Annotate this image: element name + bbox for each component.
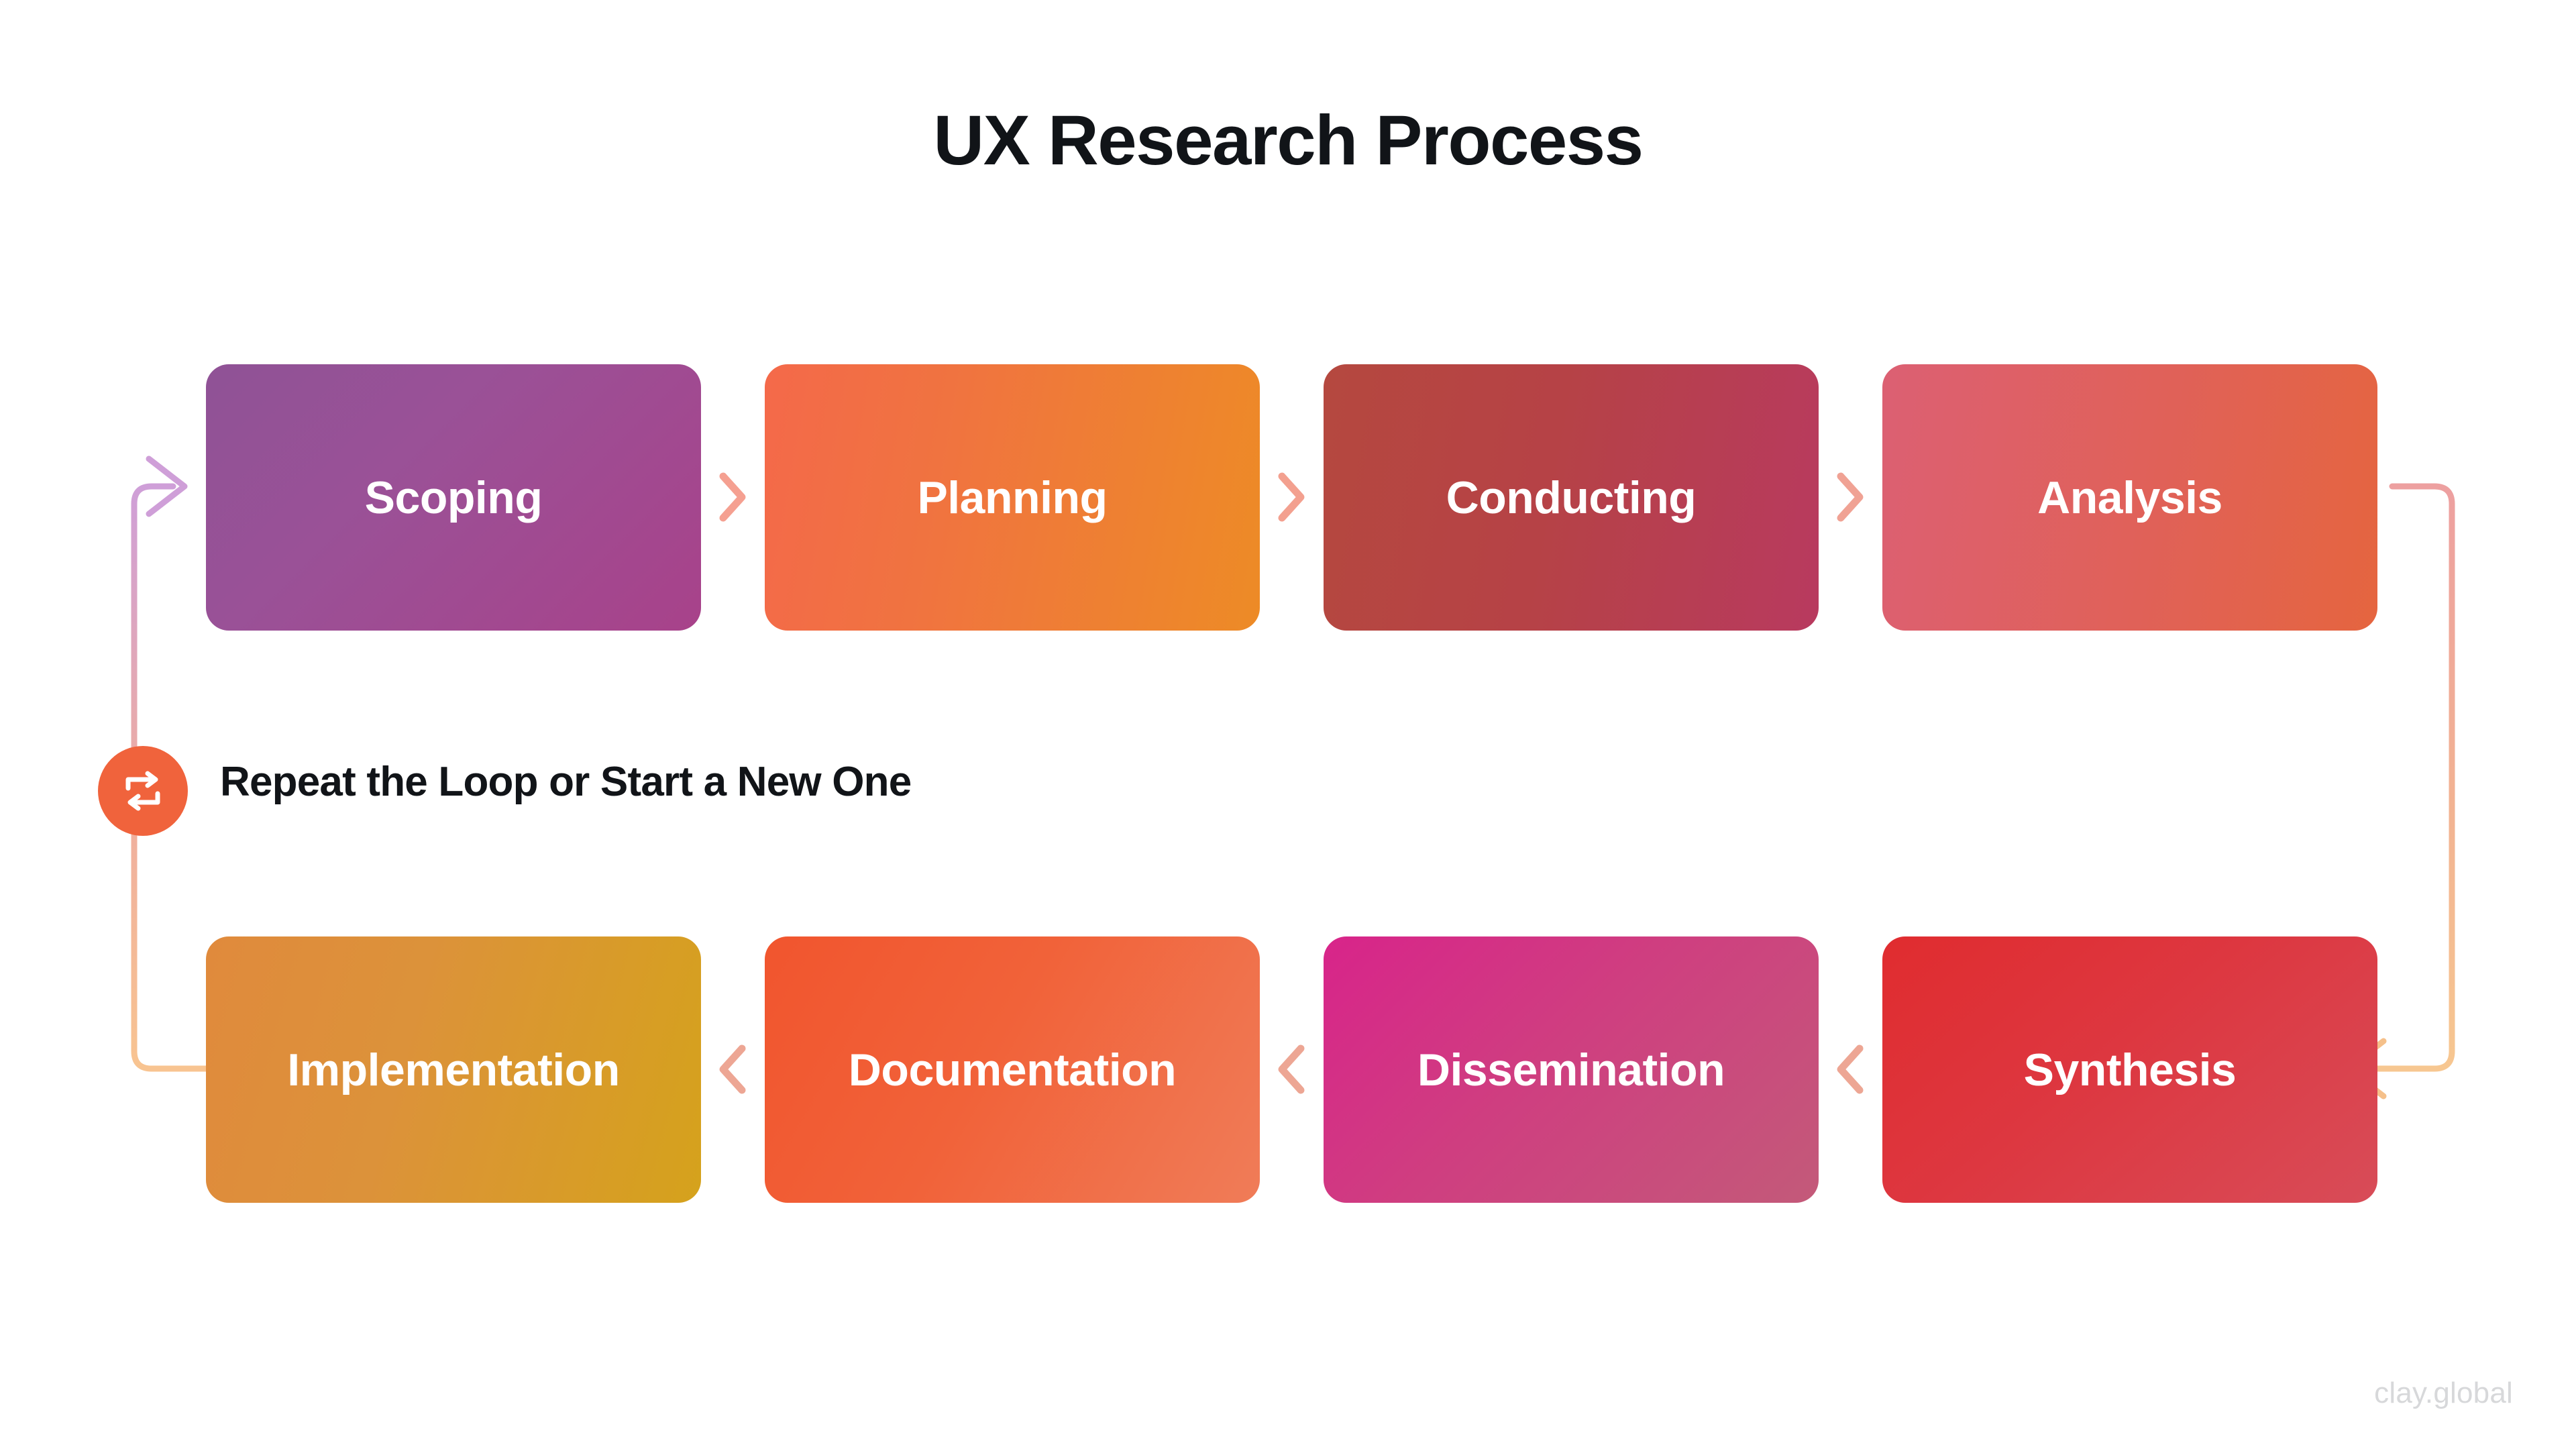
step-label: Conducting (1446, 472, 1697, 523)
process-step-implementation[interactable]: Implementation (206, 936, 701, 1203)
watermark: clay.global (2374, 1377, 2513, 1409)
process-step-synthesis[interactable]: Synthesis (1882, 936, 2377, 1203)
chevron-right-icon-1 (709, 467, 756, 527)
repeat-icon (125, 771, 160, 811)
step-label: Scoping (364, 472, 543, 523)
process-step-scoping[interactable]: Scoping (206, 364, 701, 631)
chevron-left-icon-1 (709, 1039, 756, 1099)
process-step-analysis[interactable]: Analysis (1882, 364, 2377, 631)
step-label: Planning (917, 472, 1108, 523)
process-step-planning[interactable]: Planning (765, 364, 1260, 631)
page-title: UX Research Process (933, 101, 1644, 180)
process-step-documentation[interactable]: Documentation (765, 936, 1260, 1203)
chevron-right-icon-3 (1827, 467, 1874, 527)
step-label: Dissemination (1417, 1044, 1725, 1095)
repeat-loop-caption: Repeat the Loop or Start a New One (220, 759, 912, 805)
process-step-dissemination[interactable]: Dissemination (1324, 936, 1819, 1203)
step-label: Analysis (2037, 472, 2222, 523)
chevron-right-icon-2 (1268, 467, 1315, 527)
repeat-loop-badge[interactable] (98, 746, 188, 836)
chevron-left-icon-3 (1827, 1039, 1874, 1099)
step-label: Synthesis (2023, 1044, 2237, 1095)
process-step-conducting[interactable]: Conducting (1324, 364, 1819, 631)
chevron-left-icon-2 (1268, 1039, 1315, 1099)
step-label: Documentation (848, 1044, 1177, 1095)
step-label: Implementation (287, 1044, 620, 1095)
